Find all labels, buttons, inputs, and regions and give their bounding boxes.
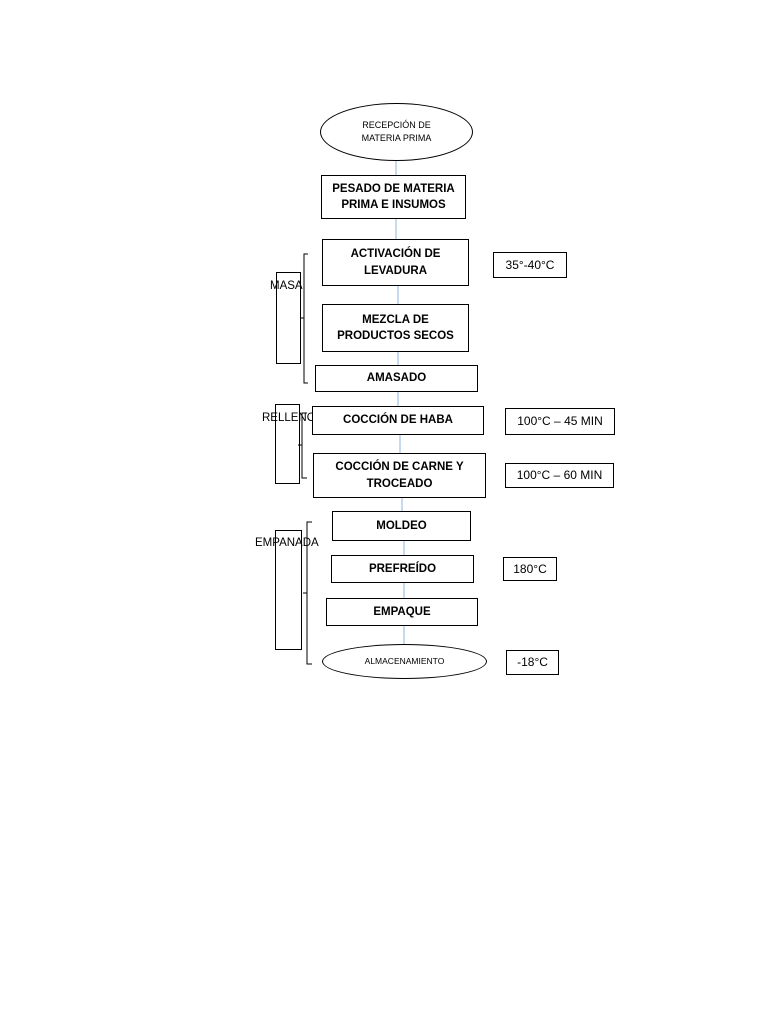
masa-group-box xyxy=(276,272,301,364)
step-amasado: AMASADO xyxy=(315,365,478,392)
param-coccion-haba: 100°C – 45 MIN xyxy=(505,408,615,435)
end-node-almacenamiento: ALMACENAMIENTO xyxy=(322,644,487,679)
param-activacion-temp: 35°-40°C xyxy=(493,252,567,278)
step-prefreido: PREFREÍDO xyxy=(331,555,474,583)
step-activacion-levadura: ACTIVACIÓN DE LEVADURA xyxy=(322,239,469,286)
relleno-group-label: RELLENO xyxy=(262,412,316,424)
relleno-group-box xyxy=(275,404,300,484)
empanada-group-label: EMPANADA xyxy=(255,537,319,549)
param-coccion-carne: 100°C – 60 MIN xyxy=(505,463,614,488)
start-node-recepcion: RECEPCIÓN DE MATERIA PRIMA xyxy=(320,103,473,161)
step-empaque: EMPAQUE xyxy=(326,598,478,626)
param-almacenamiento-temp: -18°C xyxy=(506,650,559,675)
step-coccion-haba: COCCIÓN DE HABA xyxy=(312,406,484,435)
step-pesado: PESADO DE MATERIA PRIMA E INSUMOS xyxy=(321,175,466,219)
step-moldeo: MOLDEO xyxy=(332,511,471,541)
empanada-group-box xyxy=(275,530,302,650)
param-prefreido-temp: 180°C xyxy=(503,557,557,581)
step-mezcla-productos-secos: MEZCLA DE PRODUCTOS SECOS xyxy=(322,304,469,352)
step-coccion-carne: COCCIÓN DE CARNE Y TROCEADO xyxy=(313,453,486,498)
masa-group-label: MASA xyxy=(270,280,303,292)
